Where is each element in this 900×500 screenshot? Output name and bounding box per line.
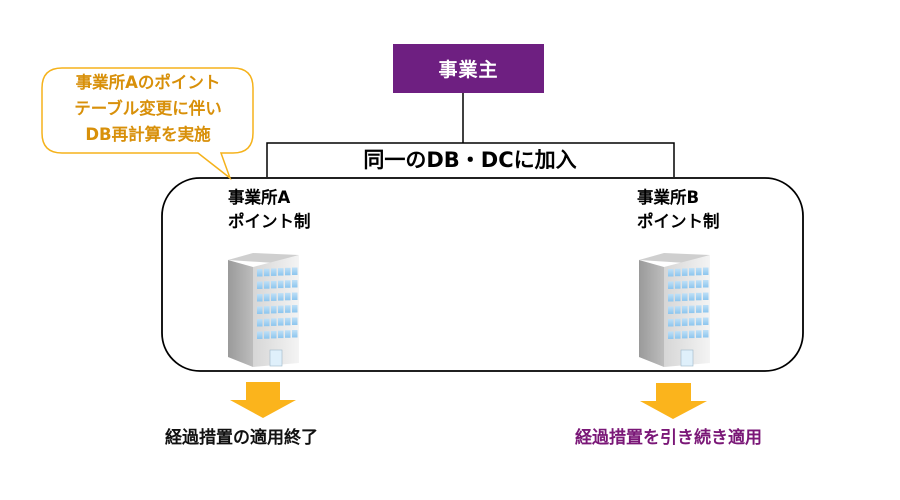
window [285,267,291,276]
window [696,317,702,326]
window [668,306,674,314]
window [271,305,277,314]
callout-line: テーブル変更に伴い [74,99,222,118]
window [271,280,277,289]
window [292,267,298,275]
window [682,268,688,276]
window [682,330,688,339]
callout-bubble [41,67,254,181]
window [675,318,681,327]
plan-container [161,177,804,372]
window [257,331,263,339]
site-name: 事業所A [228,188,291,207]
window [682,280,688,289]
window [689,293,695,301]
window [675,306,681,314]
window [703,330,709,338]
callout-line: DB再計算を実施 [85,125,211,144]
site-a-label: 事業所A ポイント制 [228,186,311,234]
shared-plan-label: 同一のDB・DCに加入 [363,148,577,172]
window [292,292,298,300]
window [675,268,681,277]
window [689,268,695,276]
site-name: 事業所B [637,188,700,207]
window [285,292,291,301]
site-scheme: ポイント制 [637,212,720,231]
window [675,281,681,289]
building-windows [257,267,298,367]
down-arrow-icon [230,382,296,418]
window [264,268,270,277]
window [696,305,702,313]
window [278,318,284,326]
window [285,330,291,338]
business-owner-box: 事業主 [393,44,544,93]
window [278,280,284,289]
window [682,293,688,301]
window [675,293,681,302]
window [257,269,263,277]
window [278,330,284,339]
window [703,280,709,288]
building-windows [668,267,709,367]
site-scheme: ポイント制 [228,212,311,231]
window [292,305,298,313]
window [703,317,709,325]
plan-bracket-line [266,142,675,177]
window [703,292,709,300]
building-door [680,349,694,367]
window [257,306,263,314]
window [675,331,681,339]
callout-text: 事業所Aのポイント テーブル変更に伴い DB再計算を実施 [44,70,252,148]
window [668,319,674,327]
window [696,280,702,288]
window [257,294,263,302]
business-owner-label: 事業主 [438,59,499,81]
window [257,281,263,289]
callout-line: 事業所Aのポイント [75,73,221,92]
window [668,294,674,302]
window [285,280,291,288]
window [689,318,695,326]
down-arrow-icon [640,383,707,419]
window [668,269,674,277]
window [264,318,270,327]
window [696,267,702,276]
window [271,330,277,339]
window [257,319,263,327]
window [703,305,709,313]
window [682,305,688,314]
window [264,306,270,314]
site-b-label: 事業所B ポイント制 [637,186,720,234]
window [271,268,277,276]
window [689,280,695,289]
window [264,331,270,339]
window [696,292,702,301]
window [292,317,298,325]
window [285,305,291,313]
window [278,268,284,276]
window [271,318,277,326]
window [292,330,298,338]
window [278,305,284,314]
window [689,330,695,339]
site-b-result: 経過措置を引き続き適用 [575,428,762,448]
window [292,280,298,288]
window [278,293,284,301]
window [285,317,291,326]
window [682,318,688,326]
building-door [269,349,283,367]
window [703,267,709,275]
window [696,330,702,338]
window [668,281,674,289]
window [264,281,270,289]
window [668,331,674,339]
window [271,293,277,301]
site-a-result: 経過措置の適用終了 [165,428,318,448]
window [689,305,695,314]
window [264,293,270,302]
